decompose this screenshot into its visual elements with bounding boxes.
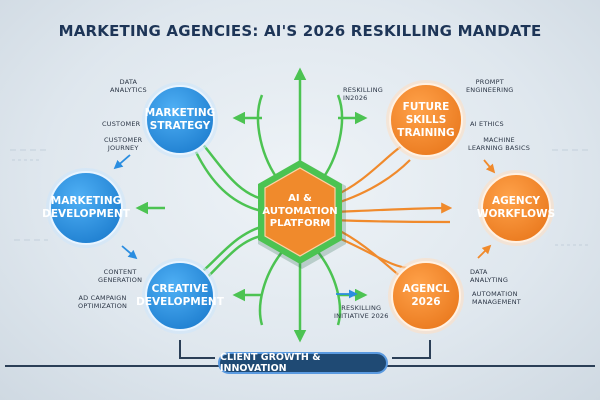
label-ai-ethics: AI ETHICS bbox=[470, 120, 504, 128]
label-data-analyting: DATA ANALYTING bbox=[470, 268, 509, 284]
node-label-creative-development: CREATIVE DEVELOPMENT bbox=[136, 283, 224, 308]
node-label-marketing-strategy: MARKETING STRATEGY bbox=[144, 107, 216, 132]
node-label-agency-workflows: AGENCY WORKFLOWS bbox=[476, 195, 556, 220]
diagram-title: MARKETING AGENCIES: AI'S 2026 RESKILLING… bbox=[58, 22, 542, 40]
center-hexagon bbox=[258, 160, 346, 269]
label-machine-learning: MACHINE LEARNING BASICS bbox=[468, 136, 531, 152]
node-agency-workflows bbox=[478, 170, 554, 246]
center-label: AI & AUTOMATION PLATFORM bbox=[262, 193, 338, 230]
label-automation-management: AUTOMATION MANAGEMENT bbox=[472, 290, 521, 306]
label-ad-campaign: AD CAMPAIGN OPTIMIZATION bbox=[78, 294, 128, 310]
node-label-marketing-development: MARKETING DEVELOPMENT bbox=[42, 195, 130, 220]
node-label-agency-2026: AGENCL 2026 bbox=[402, 283, 450, 308]
label-data-analytics: DATA ANALYTICS bbox=[110, 78, 147, 94]
side-arrows-orange bbox=[477, 159, 496, 259]
node-creative-development bbox=[142, 258, 218, 334]
node-label-future-skills-training: FUTURE SKILLS TRAINING bbox=[397, 100, 455, 139]
background-circuit-lines bbox=[10, 149, 592, 246]
label-content-generation: CONTENT GENERATION bbox=[98, 268, 143, 284]
label-reskilling-in2026: RESKILLING IN2026 bbox=[343, 86, 383, 102]
side-arrows-blue bbox=[113, 154, 358, 299]
label-customer: CUSTOMER bbox=[102, 120, 141, 128]
node-marketing-strategy bbox=[142, 82, 218, 158]
node-future-skills-training bbox=[386, 80, 466, 160]
node-marketing-development bbox=[46, 168, 126, 248]
footer-client-growth: CLIENT GROWTH & INNOVATION bbox=[218, 352, 388, 374]
label-reskilling-initiative: RESKILLING INITIATIVE 2026 bbox=[334, 304, 389, 320]
node-agency-2026 bbox=[388, 258, 464, 334]
label-prompt-engineering: PROMPT ENGINEERING bbox=[466, 78, 514, 94]
label-customer-journey: CUSTOMER JOURNEY bbox=[104, 136, 143, 152]
